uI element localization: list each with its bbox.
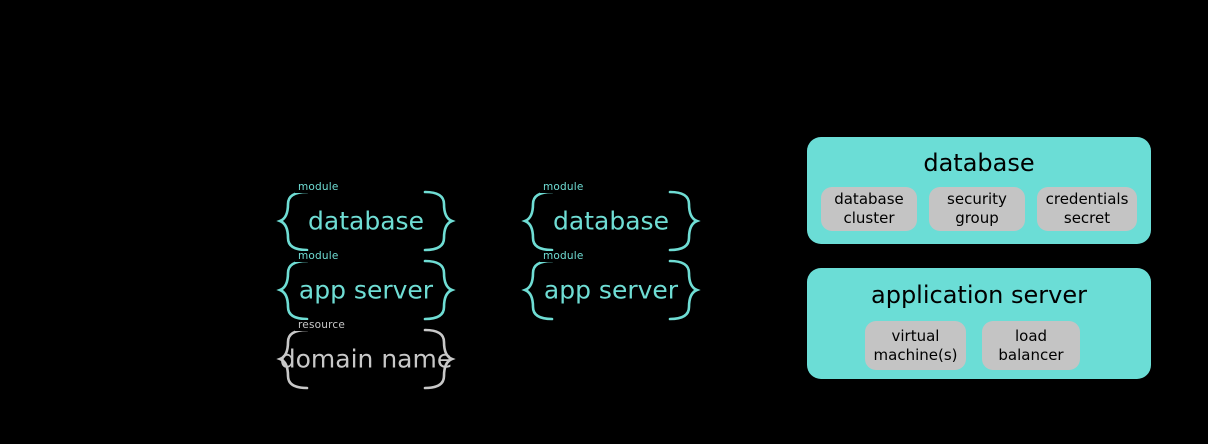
brace-kind-label: module — [295, 182, 342, 193]
panel-application-server[interactable]: application server virtual machine(s) lo… — [807, 268, 1151, 379]
panel-title: application server — [871, 281, 1087, 309]
brace-group-left-database[interactable]: module database — [276, 182, 456, 252]
panel-title: database — [923, 149, 1035, 177]
chip-load-balancer[interactable]: load balancer — [982, 321, 1080, 370]
chip-security-group[interactable]: security group — [929, 187, 1025, 231]
panel-chip-row: database cluster security group credenti… — [821, 187, 1137, 231]
brace-title: domain name — [279, 344, 453, 374]
panel-chip-row: virtual machine(s) load balancer — [865, 321, 1095, 370]
chip-database-cluster[interactable]: database cluster — [821, 187, 917, 231]
brace-title: database — [308, 206, 424, 236]
brace-group-middle-database[interactable]: module database — [521, 182, 701, 252]
brace-kind-label: module — [295, 251, 342, 262]
chip-virtual-machines[interactable]: virtual machine(s) — [865, 321, 966, 370]
brace-group-left-app-server[interactable]: module app server — [276, 251, 456, 321]
brace-group-left-domain-name[interactable]: resource domain name — [276, 320, 456, 390]
brace-kind-label: resource — [295, 320, 349, 331]
chip-credentials-secret[interactable]: credentials secret — [1037, 187, 1137, 231]
brace-kind-label: module — [540, 182, 587, 193]
brace-kind-label: module — [540, 251, 587, 262]
brace-title: app server — [543, 275, 679, 305]
brace-title: database — [553, 206, 669, 236]
brace-group-middle-app-server[interactable]: module app server — [521, 251, 701, 321]
panel-database[interactable]: database database cluster security group… — [807, 137, 1151, 244]
brace-title: app server — [298, 275, 434, 305]
